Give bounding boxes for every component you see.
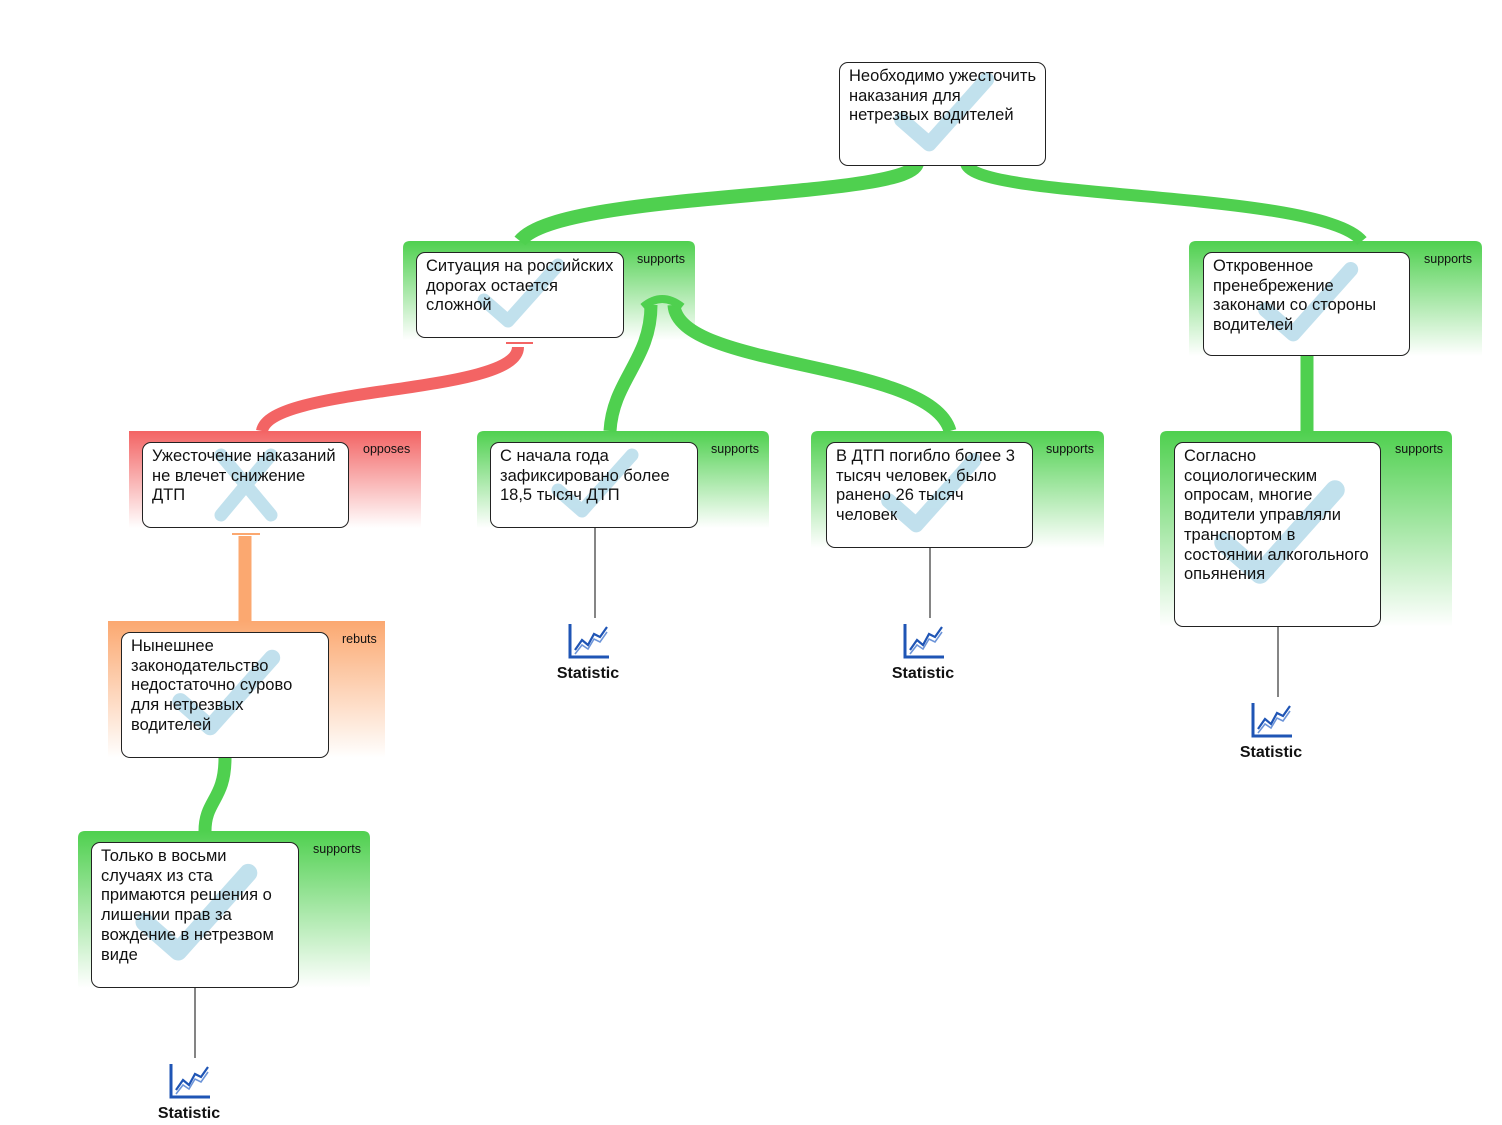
claim-text: Нынешнее законодательство недостаточно с…: [131, 637, 293, 734]
claim-n8[interactable]: Только в восьми случаях из ста примаются…: [91, 842, 299, 988]
connector-root-n1: [514, 159, 924, 247]
claim-text: Ситуация на российских дорогах остается …: [426, 257, 614, 315]
claim-text: В ДТП погибло более 3 тысяч человек, был…: [836, 447, 1015, 525]
relation-label-n7: rebuts: [342, 632, 377, 646]
claim-text: Согласно социологическим опросам, многие…: [1184, 447, 1369, 584]
relation-label-n1: supports: [637, 252, 685, 266]
connector-n1-n5: [667, 303, 957, 434]
evidence-label: Statistic: [1239, 744, 1303, 761]
evidence-n8-statistic[interactable]: Statistic: [139, 1060, 239, 1123]
chart-icon: [1251, 703, 1292, 738]
claim-root[interactable]: Необходимо ужесточить наказания для нетр…: [839, 62, 1046, 166]
relation-label-n6: supports: [1395, 442, 1443, 456]
claim-n7[interactable]: Нынешнее законодательство недостаточно с…: [121, 632, 329, 758]
relation-label-n2: supports: [1424, 252, 1472, 266]
connector-root-n2: [960, 160, 1367, 246]
evidence-n5-statistic[interactable]: Statistic: [873, 620, 973, 683]
claim-n4[interactable]: С начала года зафиксировано более 18,5 т…: [490, 442, 698, 528]
claim-n1[interactable]: Ситуация на российских дорогах остается …: [416, 252, 624, 338]
connectors: [194, 159, 1367, 1058]
claim-n3[interactable]: Ужесточение наказаний не влечет снижение…: [142, 442, 349, 528]
claim-text: Откровенное пренебрежение законами со ст…: [1213, 257, 1377, 335]
claim-text: С начала года зафиксировано более 18,5 т…: [500, 447, 670, 505]
claim-text: Только в восьми случаях из ста примаются…: [101, 847, 274, 964]
evidence-label: Statistic: [157, 1105, 221, 1122]
relation-label-n4: supports: [711, 442, 759, 456]
claim-text: Ужесточение наказаний не влечет снижение…: [152, 447, 336, 505]
claim-text: Необходимо ужесточить наказания для нетр…: [849, 67, 1037, 125]
relation-label-n8: supports: [313, 842, 361, 856]
chart-icon: [169, 1064, 210, 1099]
connector-n1-n4: [603, 304, 658, 432]
relation-label-n5: supports: [1046, 442, 1094, 456]
fork-n1: [640, 295, 685, 311]
relation-label-n3: opposes: [363, 442, 411, 456]
claim-n5[interactable]: В ДТП погибло более 3 тысяч человек, был…: [826, 442, 1033, 548]
evidence-n4-statistic[interactable]: Statistic: [538, 620, 638, 683]
connector-n7-n8: [198, 757, 232, 832]
connector-n1-n3: [256, 345, 524, 434]
chart-icon: [903, 624, 944, 659]
claim-n6[interactable]: Согласно социологическим опросам, многие…: [1174, 442, 1381, 627]
evidence-label: Statistic: [891, 665, 955, 682]
evidence-label: Statistic: [556, 665, 620, 682]
chart-icon: [568, 624, 609, 659]
claim-n2[interactable]: Откровенное пренебрежение законами со ст…: [1203, 252, 1410, 356]
evidence-n6-statistic[interactable]: Statistic: [1221, 699, 1321, 762]
